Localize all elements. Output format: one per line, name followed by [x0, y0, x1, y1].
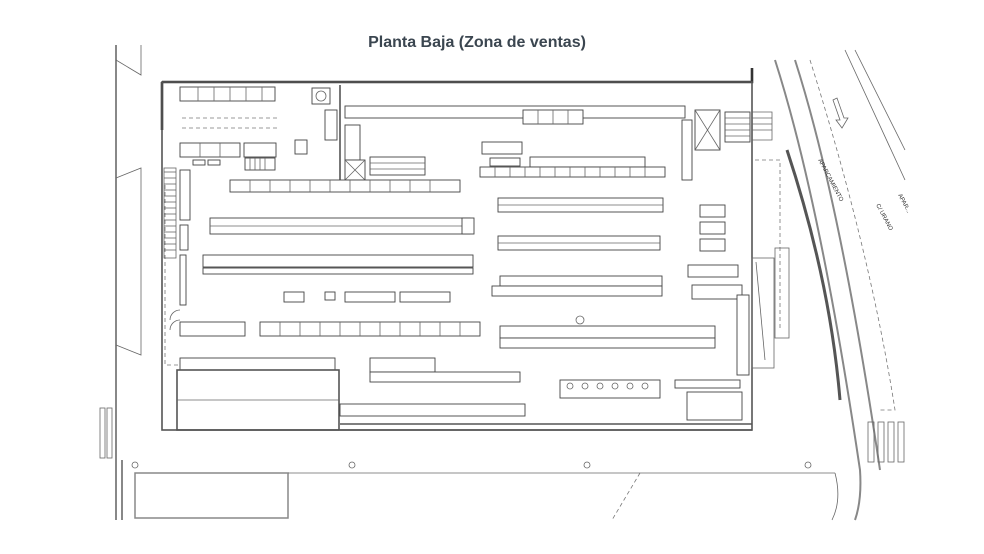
street-label: C/ URANO	[874, 203, 893, 232]
left-exterior	[99, 45, 142, 520]
top-wall-shelving	[229, 105, 686, 193]
street-right: APARCAMIENTO C/ URANO APAR...	[774, 49, 911, 521]
bottom-block	[176, 369, 752, 431]
right-side-area	[681, 109, 790, 376]
parking-label-cut: APAR...	[896, 193, 911, 215]
gondola-rows	[179, 197, 716, 383]
left-wall-fixtures	[163, 167, 191, 331]
bottom-exterior	[131, 461, 839, 521]
page-title: Planta Baja (Zona de ventas)	[368, 34, 586, 51]
storage-area	[179, 85, 341, 190]
building-outline	[160, 68, 754, 431]
